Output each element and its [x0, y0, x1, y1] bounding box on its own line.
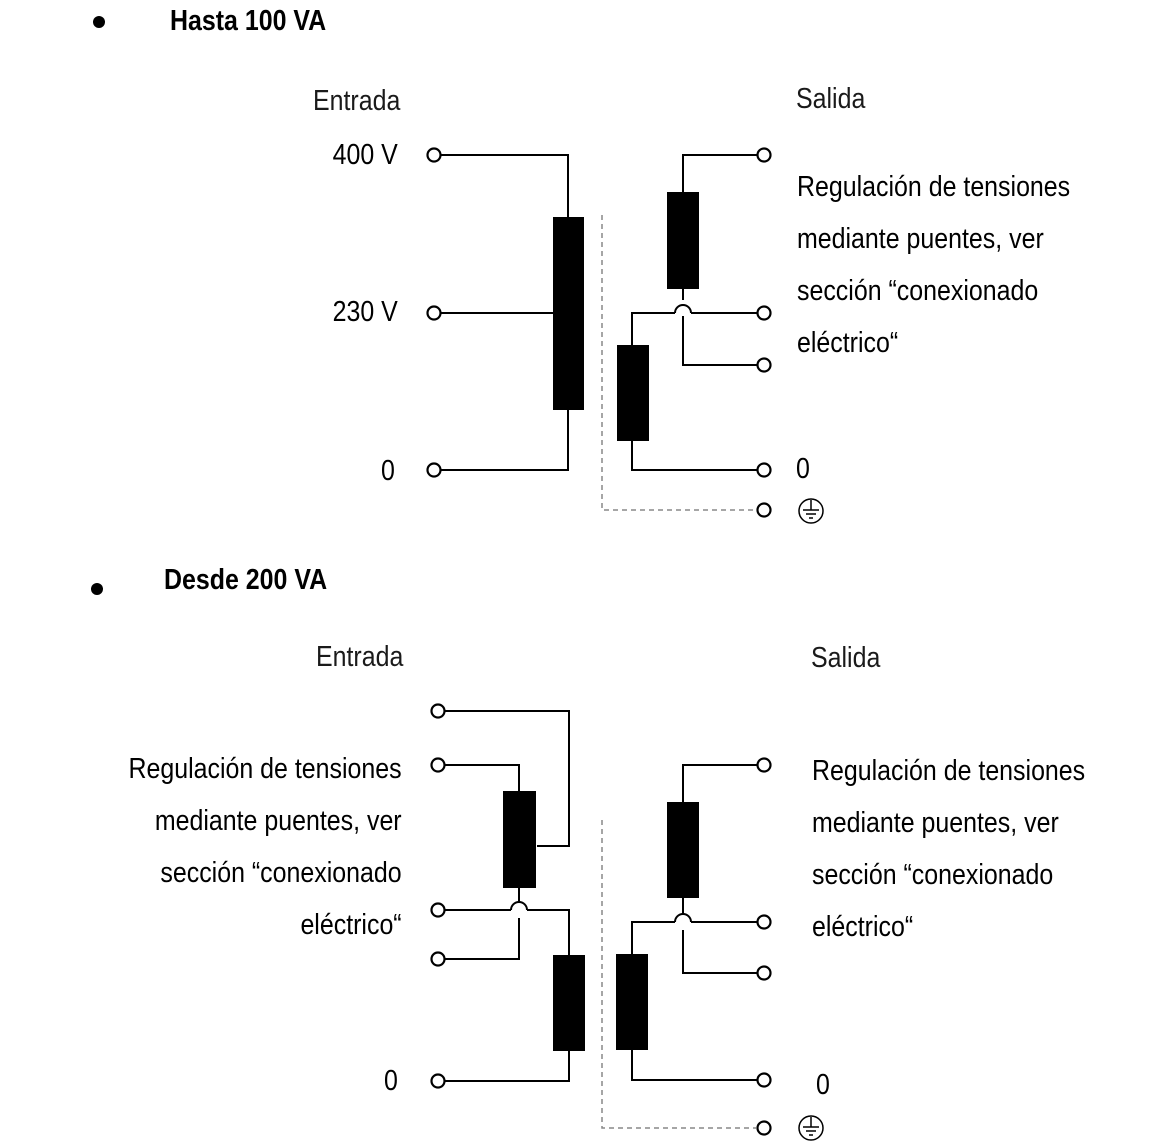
terminal-in-2	[430, 757, 446, 773]
terminal-in-1	[430, 703, 446, 719]
note-line: mediante puentes, ver	[797, 223, 1044, 255]
wire-400v	[441, 154, 569, 217]
section-1-output-note: Regulación de tensiones mediante puentes…	[797, 161, 1070, 369]
terminal-in-zero	[430, 1073, 446, 1089]
terminal-output-top	[756, 147, 772, 163]
terminal-label-230v: 230 V	[332, 296, 398, 328]
note-line: sección “conexionado	[160, 857, 402, 889]
wire-out-zero-2	[631, 1050, 757, 1081]
terminal-label-input-zero: 0	[381, 455, 395, 487]
wire-in-zero	[445, 1051, 570, 1082]
note-line: mediante puentes, ver	[812, 807, 1059, 839]
section-1-heading: Hasta 100 VA	[170, 5, 327, 37]
bullet-section-1	[93, 16, 105, 28]
note-line: Regulación de tensiones	[797, 171, 1071, 203]
wire-output-zero	[631, 441, 757, 471]
section-2-output-label: Salida	[811, 642, 881, 674]
section-2-input-label: Entrada	[316, 641, 404, 673]
terminal-label-400v: 400 V	[332, 139, 398, 171]
terminal-label-output-zero: 0	[796, 453, 810, 485]
wire-out-top-2	[682, 764, 757, 802]
section-1-input-label: Entrada	[313, 85, 401, 117]
terminal-label-output-zero-2: 0	[816, 1069, 830, 1101]
wire-lower-winding-top	[631, 312, 757, 345]
terminal-label-input-zero-2: 0	[384, 1065, 398, 1097]
section-1-output-label: Salida	[796, 83, 866, 115]
terminal-earth-2	[756, 1120, 772, 1136]
wire-output-mid	[682, 289, 757, 366]
wire-primary-upper-bottom	[445, 888, 520, 960]
terminal-out-zero	[756, 1072, 772, 1088]
terminal-out-3	[756, 965, 772, 981]
secondary-winding-lower-2	[616, 954, 648, 1050]
terminal-output-mid-1	[756, 305, 772, 321]
note-line: eléctrico“	[812, 911, 914, 943]
wire-in-1	[445, 710, 570, 847]
wire-out-mid-2	[682, 898, 757, 974]
crossover-hop-3	[674, 913, 692, 923]
terminal-input-zero	[426, 462, 442, 478]
wire-lower-winding-top-2	[631, 921, 757, 954]
section-2-heading: Desde 200 VA	[164, 564, 328, 596]
wire-output-top	[682, 154, 757, 192]
terminal-230v	[426, 305, 442, 321]
terminal-earth	[756, 502, 772, 518]
note-line: eléctrico“	[300, 909, 402, 941]
section-2-output-note: Regulación de tensiones mediante puentes…	[812, 745, 1085, 953]
terminal-in-3	[430, 902, 446, 918]
crossover-hop-2	[510, 901, 528, 911]
note-line: Regulación de tensiones	[812, 755, 1086, 787]
note-line: sección “conexionado	[812, 859, 1054, 891]
primary-winding-lower	[553, 955, 585, 1051]
terminal-out-2	[756, 914, 772, 930]
wire-input-zero	[441, 410, 569, 471]
note-line: sección “conexionado	[797, 275, 1039, 307]
section-2-input-note: Regulación de tensiones mediante puentes…	[129, 743, 402, 951]
note-line: eléctrico“	[797, 327, 899, 359]
crossover-hop	[674, 304, 692, 314]
primary-winding	[553, 217, 584, 410]
wire-in-3	[445, 909, 570, 955]
primary-winding-upper	[503, 791, 536, 888]
earth-ground-icon	[798, 1115, 824, 1141]
terminal-output-zero	[756, 462, 772, 478]
secondary-winding-upper-2	[667, 802, 699, 898]
note-line: mediante puentes, ver	[155, 805, 402, 837]
terminal-in-4	[430, 951, 446, 967]
earth-ground-icon	[798, 498, 824, 524]
shield-line	[601, 215, 756, 511]
terminal-out-1	[756, 757, 772, 773]
note-line: Regulación de tensiones	[128, 753, 402, 785]
terminal-output-mid-2	[756, 357, 772, 373]
shield-line-2	[601, 820, 756, 1129]
wire-in-2	[445, 764, 520, 791]
secondary-winding-upper	[667, 192, 699, 289]
terminal-400v	[426, 147, 442, 163]
bullet-section-2	[91, 583, 103, 595]
secondary-winding-lower	[617, 345, 649, 441]
